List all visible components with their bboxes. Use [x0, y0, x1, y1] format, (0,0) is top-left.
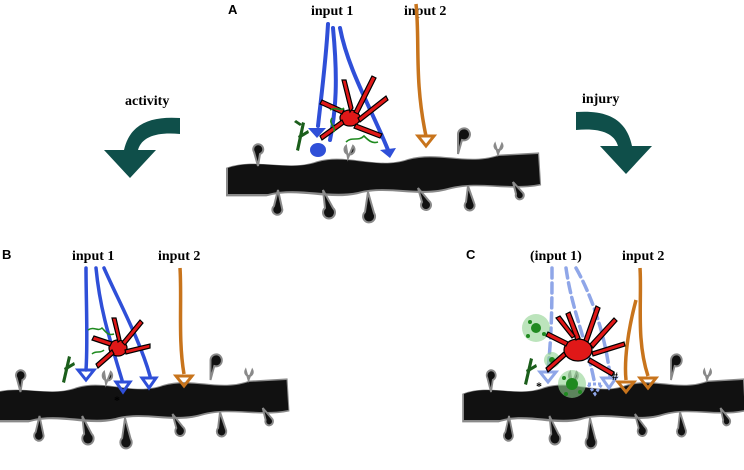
panel-c-input2-bouton	[636, 376, 660, 391]
panel-a-astro-branch	[294, 120, 309, 151]
arrow-activity-label: activity	[125, 94, 169, 109]
panel-c-input1-label: (input 1)	[530, 249, 582, 264]
panel-b-input2-axon	[178, 267, 186, 375]
panel-b-input1-boutons	[74, 368, 159, 395]
panel-b-marker: *	[114, 393, 120, 407]
panel-a-input1-label: input 1	[311, 4, 353, 19]
panel-a-input2-label: input 2	[404, 4, 446, 19]
panel-b-astro-branch	[62, 356, 75, 383]
panel-b: B input 1 input 2	[0, 247, 291, 450]
panel-b-microglia	[91, 317, 151, 369]
panel-a-astrocyte	[329, 107, 379, 144]
panel-a-letter: A	[228, 2, 238, 17]
panel-b-input1-label: input 1	[72, 249, 114, 264]
panel-b-letter: B	[2, 247, 11, 262]
panel-b-input2-label: input 2	[158, 249, 200, 264]
panel-a-microglia	[319, 75, 389, 141]
panel-c: C (input 1) input 2	[461, 247, 744, 450]
panel-c-astro-branch	[524, 358, 537, 385]
arrow-injury-shape	[576, 111, 652, 174]
panel-c-microglia	[545, 305, 626, 377]
panel-a-input2-axon	[414, 3, 428, 137]
panel-b-astrocyte	[87, 326, 115, 355]
panel-c-input2-bouton-2	[614, 380, 638, 395]
panel-c-input2-axons	[623, 267, 650, 381]
panel-a-input2-bouton	[414, 134, 438, 149]
panel-a: A input 1 input 2	[225, 2, 543, 224]
arrow-injury: injury	[576, 92, 652, 174]
arrow-activity: activity	[104, 94, 180, 178]
panel-c-marker-star: *	[536, 379, 542, 393]
panel-b-input2-bouton	[172, 374, 196, 389]
arrow-activity-shape	[104, 117, 180, 178]
panel-c-letter: C	[466, 247, 476, 262]
panel-c-marker-hash: #	[612, 369, 618, 383]
panel-a-input1-boutons	[308, 128, 396, 158]
panel-b-dendrite	[0, 353, 291, 450]
panel-b-input1-axons	[84, 266, 152, 382]
panel-c-input2-label: input 2	[622, 249, 664, 264]
arrow-injury-label: injury	[582, 92, 619, 107]
